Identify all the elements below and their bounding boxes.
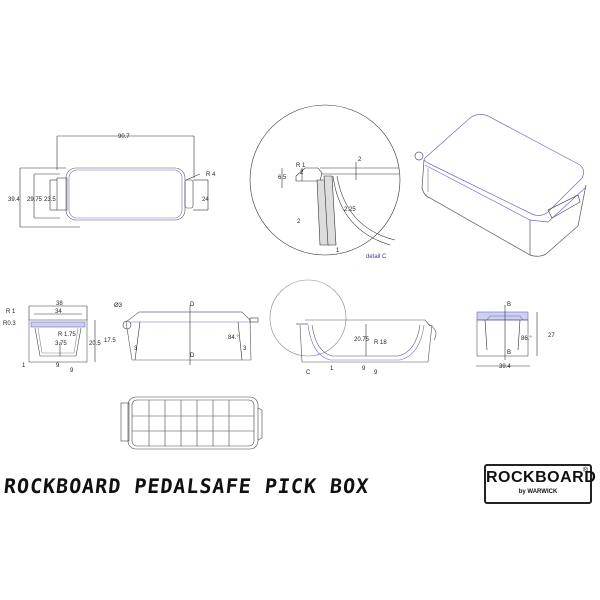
- side-hinge: Ø3: [114, 303, 123, 309]
- bottom-view: [120, 396, 263, 450]
- dim-tab-width: 24: [202, 197, 209, 203]
- side-draft-left: 3: [134, 346, 138, 352]
- side-draft-right: 3: [243, 346, 247, 352]
- detail-wall: 2: [297, 219, 301, 225]
- brand-registered: ®: [582, 467, 588, 474]
- long-radius: R 18: [374, 340, 387, 346]
- long-gap-b: 9: [374, 370, 378, 376]
- dim-width-outer: 39.4: [8, 197, 20, 203]
- isometric-view: [414, 114, 587, 257]
- end-gap-b: 9: [70, 368, 74, 374]
- long-depth: 20.75: [354, 337, 370, 343]
- detail-height: 6.5: [278, 175, 287, 181]
- detail-label: detail C: [366, 254, 387, 260]
- top-view: [19, 135, 209, 228]
- end-height: 20.5: [89, 341, 101, 347]
- detail-bottom: 1: [336, 248, 340, 254]
- front-width: 39.4: [499, 364, 511, 370]
- detail-radius: R 1: [296, 163, 306, 169]
- detail-c-view: [249, 104, 401, 256]
- end-foot: 1: [22, 363, 26, 369]
- side-mark-top: D: [190, 302, 195, 308]
- front-mark-top: B: [507, 302, 511, 308]
- brand-name: ROCKBOARD: [486, 469, 597, 486]
- front-view: [476, 305, 538, 367]
- end-r-inner: R 1.75: [58, 332, 76, 338]
- dim-radius: R 4: [206, 172, 216, 178]
- dim-width-inner: 23.5: [44, 197, 56, 203]
- detail-lid-b: 2: [358, 157, 362, 163]
- dim-width-mid: 29.75: [27, 197, 43, 203]
- end-r-small: R0.3: [3, 321, 16, 327]
- end-gap-a: 9: [56, 363, 60, 369]
- long-gap-a: 9: [362, 366, 366, 372]
- long-detail-ref: C: [306, 370, 311, 376]
- front-angle: 86.°: [521, 336, 532, 342]
- end-depth: 3.75: [55, 341, 67, 347]
- long-section-view: [269, 279, 437, 363]
- end-outer: 38: [56, 301, 63, 307]
- end-section-view: [28, 305, 96, 363]
- detail-lid-a: 2: [300, 170, 304, 176]
- long-foot: 1: [330, 366, 334, 372]
- side-hinge-height: 17.5: [104, 338, 116, 344]
- side-angle: 84.°: [228, 335, 239, 341]
- end-inner: 34: [55, 309, 62, 315]
- drawing-title: ROCKBOARD PEDALSAFE PICK BOX: [2, 474, 371, 498]
- dim-length: 90.7: [118, 134, 130, 140]
- side-view: [122, 305, 259, 365]
- front-mark-bottom: B: [507, 350, 511, 356]
- brand-logo: ROCKBOARD by WARWICK ®: [484, 464, 597, 504]
- detail-curve: 2.25: [344, 207, 356, 213]
- end-r-outer: R 1: [6, 309, 16, 315]
- front-height: 27: [548, 333, 555, 339]
- brand-sub: by WARWICK: [518, 489, 558, 495]
- side-mark-bottom: D: [190, 353, 195, 359]
